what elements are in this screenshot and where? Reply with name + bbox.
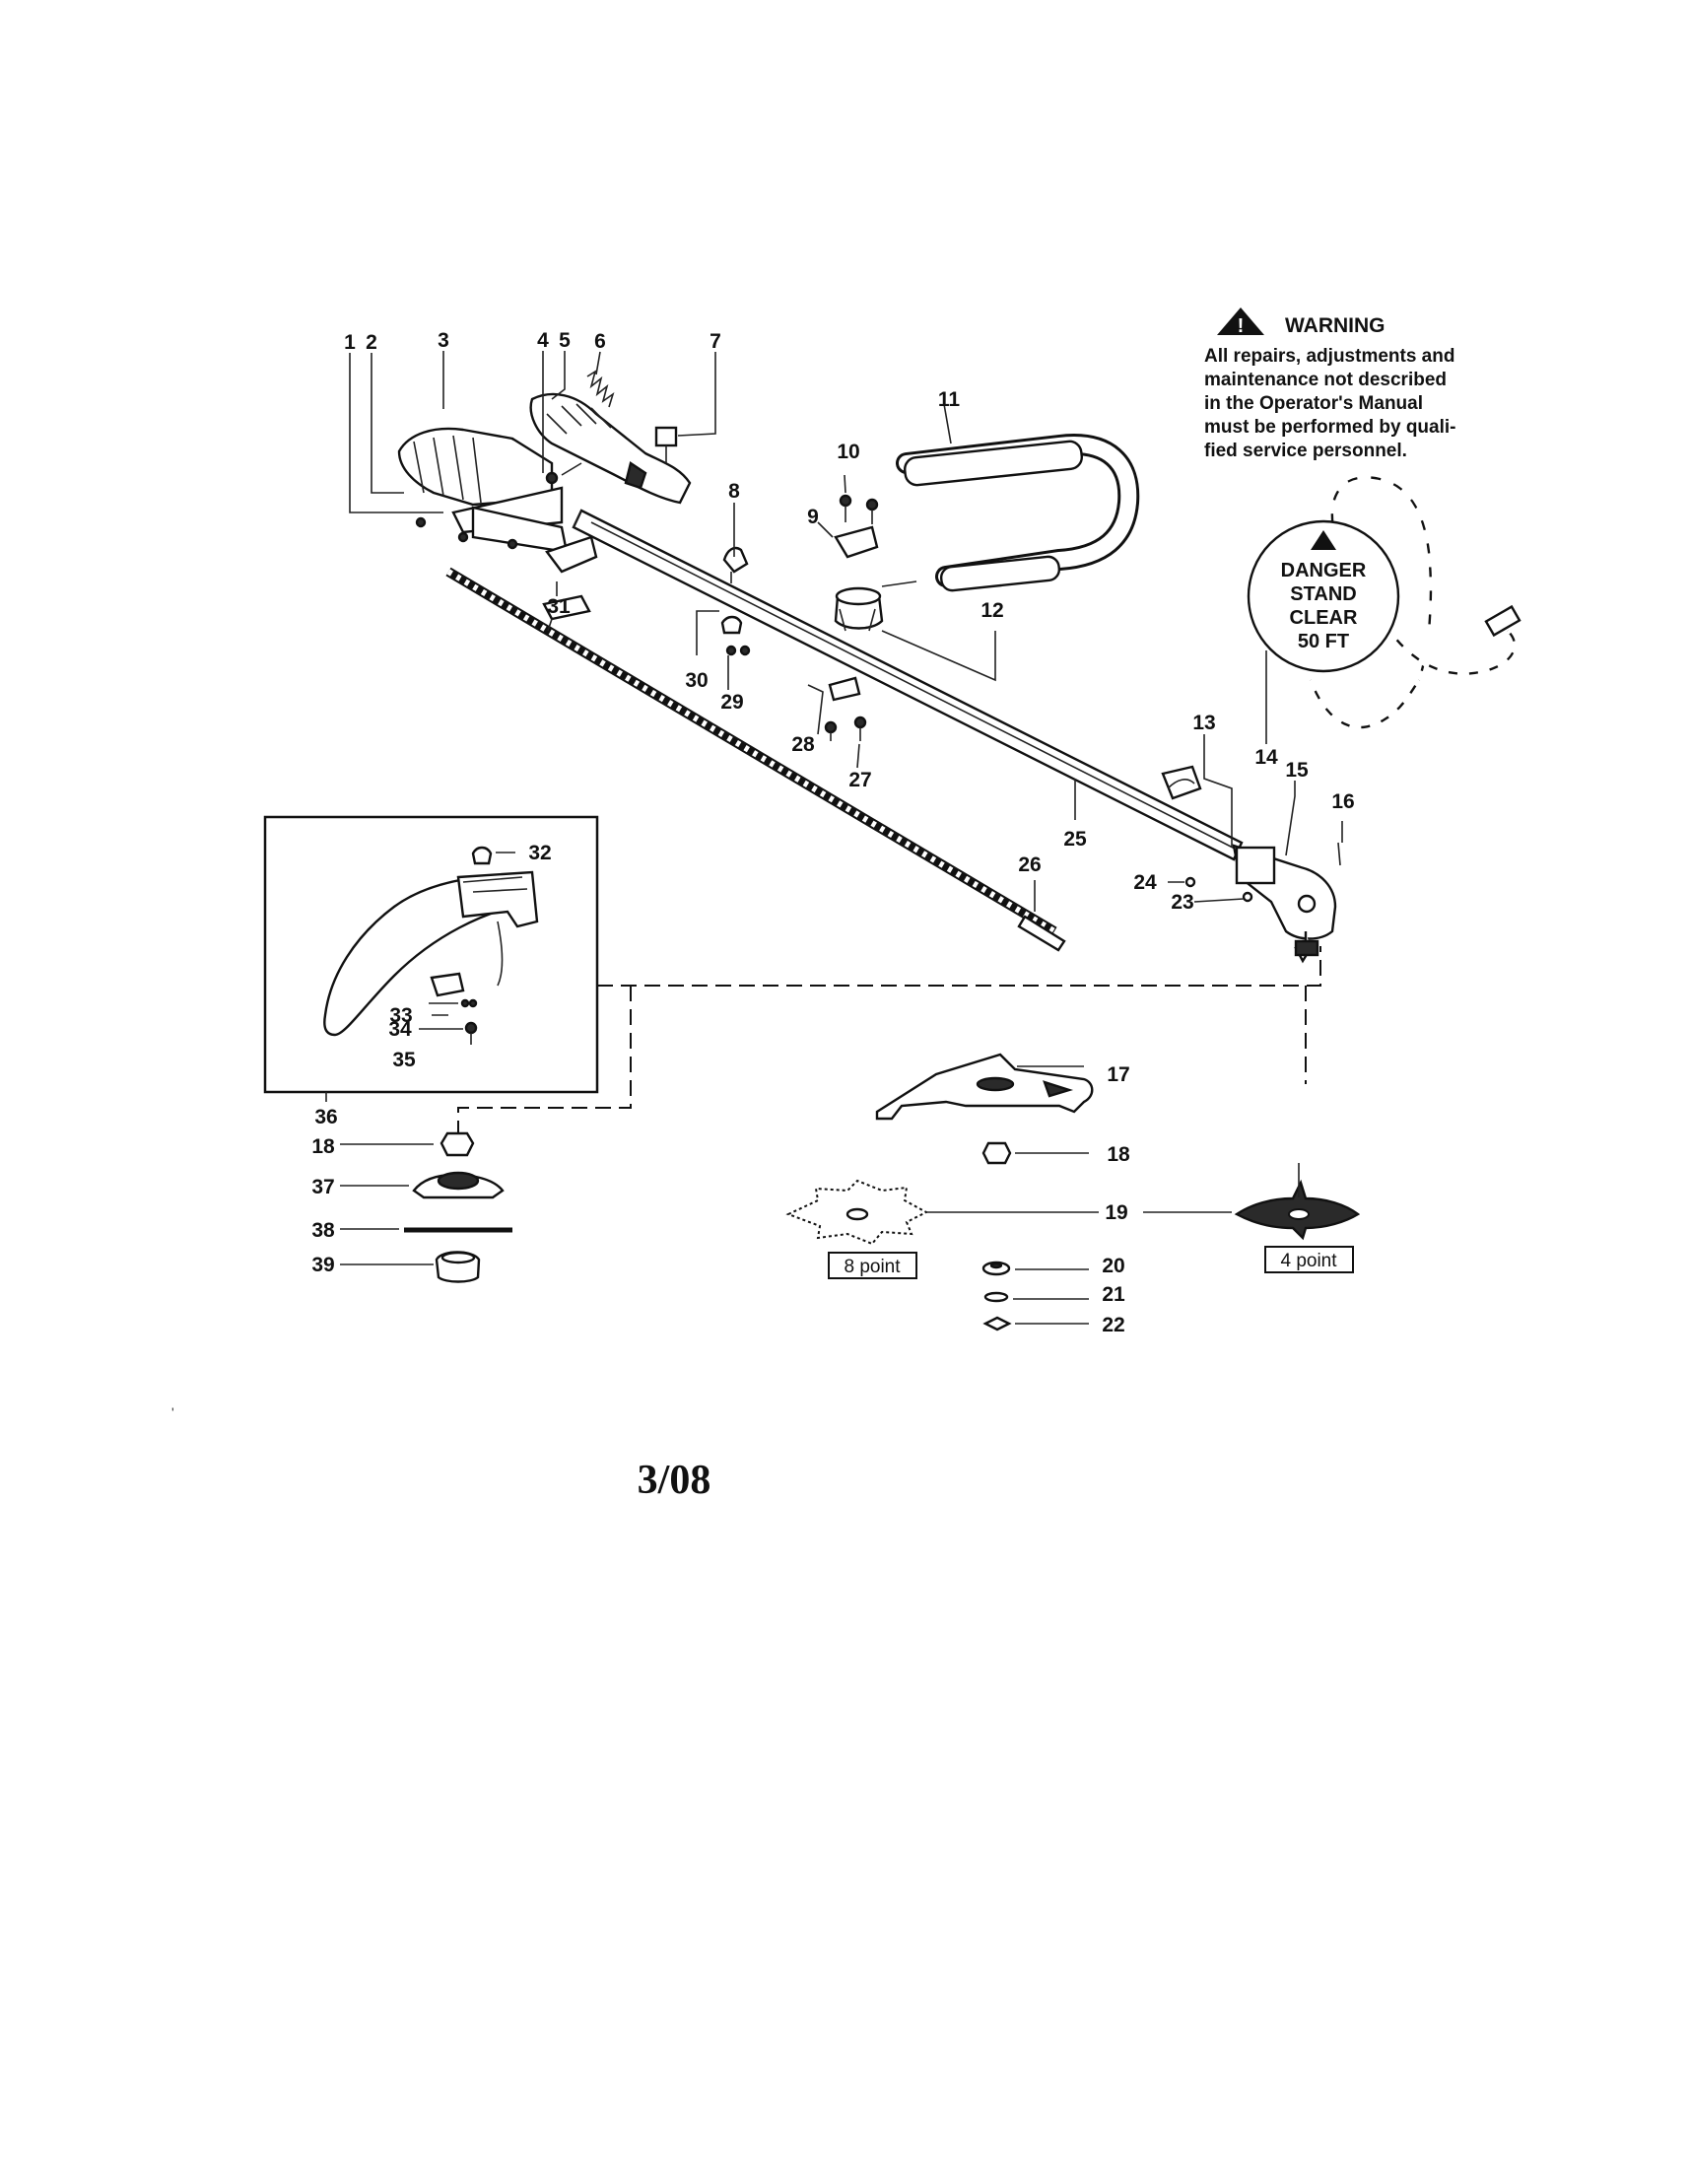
part-label-38: 38 bbox=[311, 1219, 335, 1242]
part-label-23: 23 bbox=[1171, 891, 1193, 914]
handle-clamp bbox=[834, 586, 884, 632]
part-label-30: 30 bbox=[685, 669, 708, 692]
dashed-connector-left bbox=[457, 986, 632, 1133]
blade-nut bbox=[981, 1141, 1012, 1165]
small-hardware bbox=[542, 594, 867, 741]
part-label-4: 4 bbox=[537, 329, 549, 352]
part-number-labels: 1 2 3 4 5 6 7 8 9 10 11 12 13 14 15 16 1… bbox=[311, 329, 1354, 1336]
part-label-18a: 18 bbox=[311, 1135, 335, 1158]
danger-line-2: STAND bbox=[1290, 583, 1356, 605]
svg-text:!: ! bbox=[1238, 315, 1245, 337]
part-label-20: 20 bbox=[1102, 1255, 1124, 1277]
danger-line-4: 50 FT bbox=[1298, 631, 1349, 652]
date-code: 3/08 bbox=[638, 1458, 711, 1503]
warning-line-4: must be performed by quali- bbox=[1204, 417, 1455, 438]
part-label-32: 32 bbox=[528, 842, 551, 864]
clamp-screw-24 bbox=[1184, 876, 1196, 888]
blade-8-point bbox=[785, 1179, 929, 1246]
part-label-39: 39 bbox=[311, 1254, 334, 1276]
part-label-2: 2 bbox=[366, 331, 377, 354]
shaft-guard-clamp bbox=[1161, 765, 1202, 800]
part-label-8: 8 bbox=[728, 480, 740, 503]
part-label-33: 33 bbox=[389, 1004, 412, 1027]
part-label-5: 5 bbox=[559, 329, 571, 352]
part-label-12: 12 bbox=[980, 599, 1003, 622]
clamp-cap bbox=[834, 494, 879, 559]
part-label-13: 13 bbox=[1192, 712, 1215, 734]
part-label-19: 19 bbox=[1105, 1201, 1127, 1224]
part-label-16: 16 bbox=[1331, 790, 1354, 813]
part-label-7: 7 bbox=[710, 330, 721, 353]
corner-mark: ' bbox=[171, 1404, 174, 1420]
warning-line-2: maintenance not described bbox=[1204, 370, 1447, 390]
part-label-11: 11 bbox=[938, 388, 961, 411]
part-label-1: 1 bbox=[344, 331, 356, 354]
drive-shaft-housing bbox=[572, 509, 1244, 861]
blade-washers bbox=[981, 1261, 1012, 1331]
part-label-18b: 18 bbox=[1107, 1143, 1130, 1166]
part-label-24: 24 bbox=[1133, 871, 1157, 894]
part-label-15: 15 bbox=[1285, 759, 1309, 782]
throttle-handle bbox=[529, 392, 692, 505]
throttle-cable-end bbox=[654, 426, 678, 463]
dashed-connector-top bbox=[597, 946, 1321, 987]
clamp-screw-23 bbox=[1242, 891, 1253, 903]
part-label-22: 22 bbox=[1102, 1314, 1124, 1336]
warning-title: WARNING bbox=[1285, 314, 1386, 337]
variant-box-8-point: 8 point bbox=[828, 1252, 917, 1279]
part-label-26: 26 bbox=[1018, 853, 1041, 876]
part-label-3: 3 bbox=[438, 329, 449, 352]
part-label-31: 31 bbox=[547, 595, 571, 618]
danger-line-1: DANGER bbox=[1281, 560, 1367, 581]
part-label-6: 6 bbox=[594, 330, 606, 353]
flex-drive-shaft bbox=[445, 567, 1066, 952]
warning-triangle-icon bbox=[1217, 307, 1264, 335]
danger-line-3: CLEAR bbox=[1290, 607, 1358, 629]
wing-knob bbox=[722, 546, 749, 583]
part-label-9: 9 bbox=[807, 506, 819, 528]
part-label-21: 21 bbox=[1102, 1283, 1125, 1306]
variant-label-4-point: 4 point bbox=[1280, 1251, 1337, 1271]
throttle-spring bbox=[586, 370, 615, 408]
part-label-17: 17 bbox=[1107, 1063, 1129, 1086]
warning-line-3: in the Operator's Manual bbox=[1204, 393, 1423, 414]
blade-shield bbox=[875, 1053, 1094, 1121]
variant-label-8-point: 8 point bbox=[844, 1257, 901, 1277]
part-label-27: 27 bbox=[848, 769, 871, 791]
leader-lines bbox=[325, 351, 1343, 1325]
part-label-28: 28 bbox=[791, 733, 815, 756]
part-label-25: 25 bbox=[1063, 828, 1087, 851]
handle-housing bbox=[397, 427, 598, 574]
warning-line-1: All repairs, adjustments and bbox=[1204, 346, 1454, 367]
danger-decal: DANGER STAND CLEAR 50 FT bbox=[1247, 519, 1400, 673]
part-label-36: 36 bbox=[314, 1106, 337, 1128]
loop-handle bbox=[881, 434, 1140, 592]
warning-line-5: fied service personnel. bbox=[1204, 441, 1407, 461]
part-label-29: 29 bbox=[720, 691, 743, 714]
shield-inset-box bbox=[263, 815, 599, 1094]
part-label-37: 37 bbox=[311, 1176, 334, 1198]
blade-4-point bbox=[1234, 1163, 1361, 1241]
variant-box-4-point: 4 point bbox=[1264, 1246, 1354, 1273]
part-label-35: 35 bbox=[392, 1049, 416, 1071]
danger-triangle-icon bbox=[1311, 530, 1336, 550]
trimmer-head-parts bbox=[404, 1131, 512, 1283]
gearhead bbox=[1232, 844, 1337, 964]
part-label-34: 34 bbox=[388, 1018, 412, 1041]
part-label-14: 14 bbox=[1254, 746, 1278, 769]
part-label-10: 10 bbox=[837, 441, 859, 463]
warning-block: ! WARNING All repairs, adjustments and m… bbox=[1204, 307, 1455, 461]
